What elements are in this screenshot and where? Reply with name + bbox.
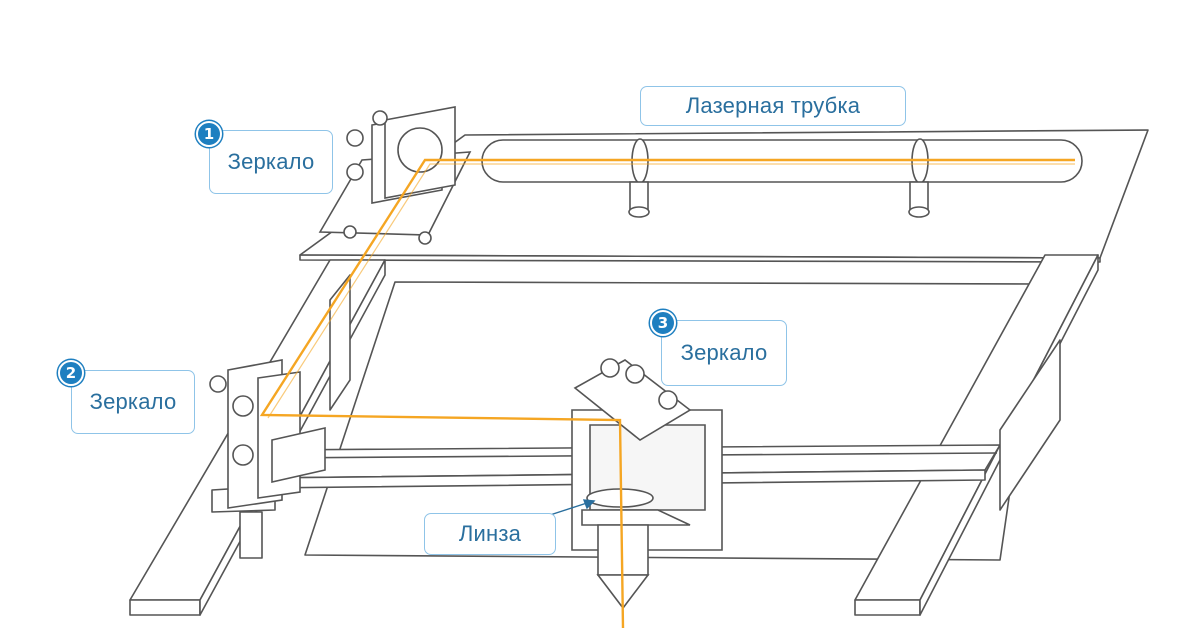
laser-beam bbox=[259, 158, 1075, 628]
mirror-1-badge: 1 bbox=[196, 121, 222, 147]
mirror-1-mount bbox=[318, 106, 472, 245]
mirror-1-label: Зеркало bbox=[209, 130, 333, 194]
laser-tube-label: Лазерная трубка bbox=[640, 86, 906, 126]
lens-label: Линза bbox=[424, 513, 556, 555]
mirror-2-badge: 2 bbox=[58, 360, 84, 386]
mirror-3-label: Зеркало bbox=[661, 320, 787, 386]
mirror-3-badge: 3 bbox=[650, 310, 676, 336]
laser-head bbox=[571, 358, 723, 610]
lens-pointer-arrow bbox=[549, 499, 596, 516]
mirror-2-label: Зеркало bbox=[71, 370, 195, 434]
